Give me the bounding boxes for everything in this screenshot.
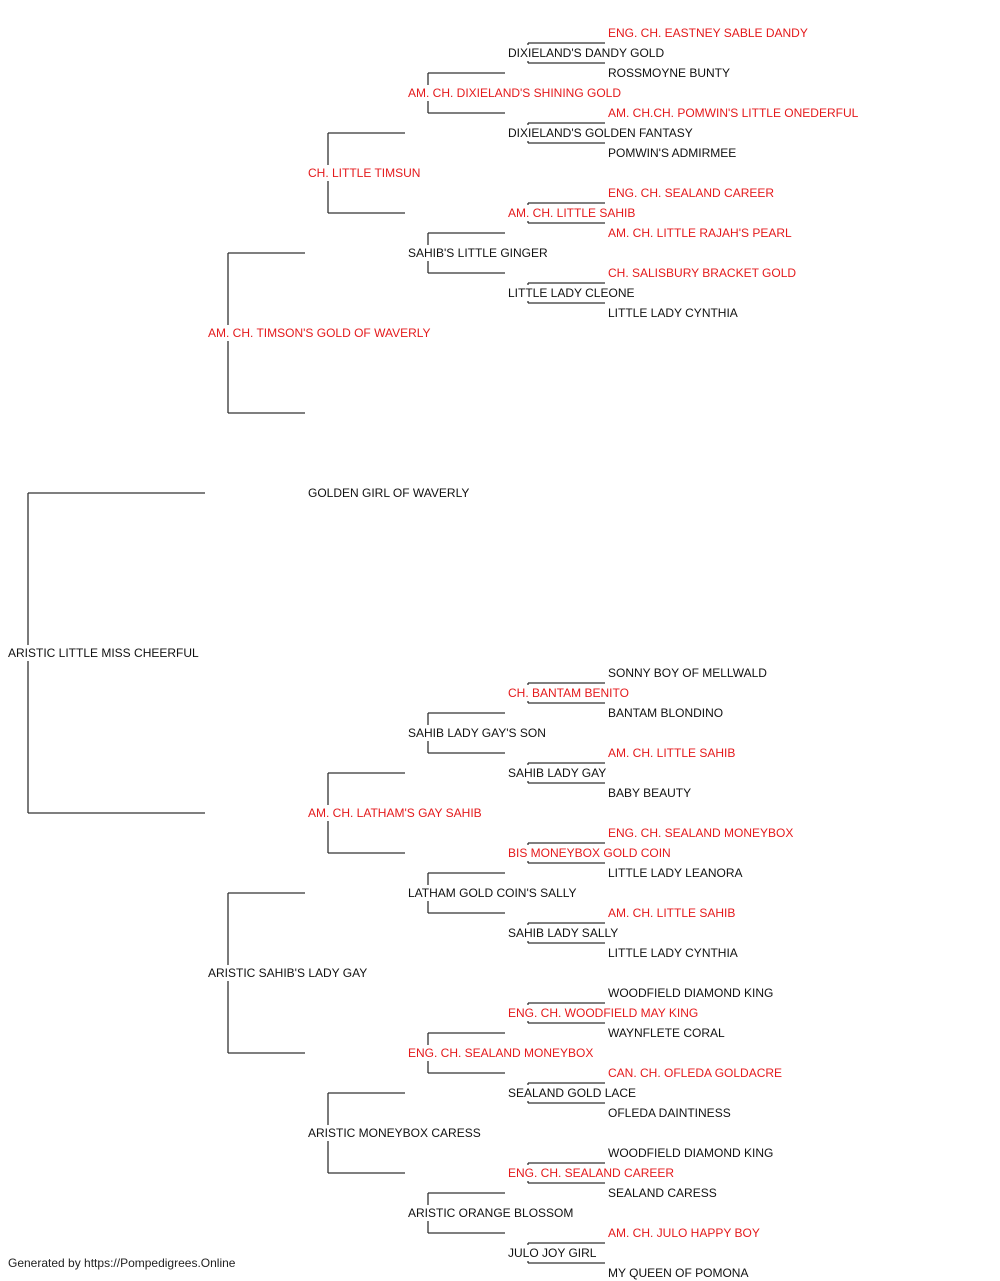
dog-eng-ch-sealand-moneybox: ENG. CH. SEALAND MONEYBOX — [607, 825, 795, 841]
dog-eng-ch-sealand-career: ENG. CH. SEALAND CAREER — [607, 185, 776, 201]
dog-sonny-boy-of-mellwald: SONNY BOY OF MELLWALD — [607, 665, 768, 681]
dog-dixieland-s-dandy-gold: DIXIELAND'S DANDY GOLD — [507, 45, 666, 61]
dog-am-ch-ch-pomwin-s-little-onederful: AM. CH.CH. POMWIN'S LITTLE ONEDERFUL — [607, 105, 860, 121]
dog-aristic-sahib-s-lady-gay: ARISTIC SAHIB'S LADY GAY — [207, 965, 369, 981]
dog-my-queen-of-pomona: MY QUEEN OF POMONA — [607, 1265, 750, 1281]
dog-julo-joy-girl: JULO JOY GIRL — [507, 1245, 598, 1261]
dog-sahib-lady-gay: SAHIB LADY GAY — [507, 765, 608, 781]
dog-aristic-little-miss-cheerful: ARISTIC LITTLE MISS CHEERFUL — [7, 645, 200, 661]
dog-little-lady-cynthia: LITTLE LADY CYNTHIA — [607, 945, 739, 961]
dog-can-ch-ofleda-goldacre: CAN. CH. OFLEDA GOLDACRE — [607, 1065, 784, 1081]
dog-ch-bantam-benito: CH. BANTAM BENITO — [507, 685, 630, 701]
dog-am-ch-julo-happy-boy: AM. CH. JULO HAPPY BOY — [607, 1225, 761, 1241]
dog-pomwin-s-admirmee: POMWIN'S ADMIRMEE — [607, 145, 738, 161]
dog-am-ch-dixieland-s-shining-gold: AM. CH. DIXIELAND'S SHINING GOLD — [407, 85, 622, 101]
dog-am-ch-little-sahib: AM. CH. LITTLE SAHIB — [507, 205, 637, 221]
dog-sahib-lady-gay-s-son: SAHIB LADY GAY'S SON — [407, 725, 547, 741]
dog-am-ch-little-rajah-s-pearl: AM. CH. LITTLE RAJAH'S PEARL — [607, 225, 793, 241]
dog-am-ch-timson-s-gold-of-waverly: AM. CH. TIMSON'S GOLD OF WAVERLY — [207, 325, 432, 341]
dog-golden-girl-of-waverly: GOLDEN GIRL OF WAVERLY — [307, 485, 471, 501]
dog-eng-ch-woodfield-may-king: ENG. CH. WOODFIELD MAY KING — [507, 1005, 700, 1021]
dog-woodfield-diamond-king: WOODFIELD DIAMOND KING — [607, 985, 775, 1001]
dog-rossmoyne-bunty: ROSSMOYNE BUNTY — [607, 65, 732, 81]
dog-ch-salisbury-bracket-gold: CH. SALISBURY BRACKET GOLD — [607, 265, 798, 281]
dog-dixieland-s-golden-fantasy: DIXIELAND'S GOLDEN FANTASY — [507, 125, 694, 141]
dog-ofleda-daintiness: OFLEDA DAINTINESS — [607, 1105, 732, 1121]
dog-am-ch-latham-s-gay-sahib: AM. CH. LATHAM'S GAY SAHIB — [307, 805, 483, 821]
dog-baby-beauty: BABY BEAUTY — [607, 785, 693, 801]
dog-sahib-lady-sally: SAHIB LADY SALLY — [507, 925, 620, 941]
dog-waynflete-coral: WAYNFLETE CORAL — [607, 1025, 726, 1041]
dog-eng-ch-sealand-moneybox: ENG. CH. SEALAND MONEYBOX — [407, 1045, 595, 1061]
dog-little-lady-cynthia: LITTLE LADY CYNTHIA — [607, 305, 739, 321]
dog-latham-gold-coin-s-sally: LATHAM GOLD COIN'S SALLY — [407, 885, 578, 901]
dog-eng-ch-sealand-career: ENG. CH. SEALAND CAREER — [507, 1165, 676, 1181]
dog-little-lady-leanora: LITTLE LADY LEANORA — [607, 865, 744, 881]
dog-am-ch-little-sahib: AM. CH. LITTLE SAHIB — [607, 905, 737, 921]
dog-am-ch-little-sahib: AM. CH. LITTLE SAHIB — [607, 745, 737, 761]
dog-bantam-blondino: BANTAM BLONDINO — [607, 705, 725, 721]
footer-credit: Generated by https://Pompedigrees.Online — [8, 1256, 236, 1270]
dog-sahib-s-little-ginger: SAHIB'S LITTLE GINGER — [407, 245, 549, 261]
dog-woodfield-diamond-king: WOODFIELD DIAMOND KING — [607, 1145, 775, 1161]
dog-bis-moneybox-gold-coin: BIS MONEYBOX GOLD COIN — [507, 845, 672, 861]
dog-little-lady-cleone: LITTLE LADY CLEONE — [507, 285, 636, 301]
dog-eng-ch-eastney-sable-dandy: ENG. CH. EASTNEY SABLE DANDY — [607, 25, 809, 41]
dog-aristic-orange-blossom: ARISTIC ORANGE BLOSSOM — [407, 1205, 575, 1221]
dog-ch-little-timsun: CH. LITTLE TIMSUN — [307, 165, 422, 181]
dog-aristic-moneybox-caress: ARISTIC MONEYBOX CARESS — [307, 1125, 482, 1141]
dog-sealand-gold-lace: SEALAND GOLD LACE — [507, 1085, 638, 1101]
dog-sealand-caress: SEALAND CARESS — [607, 1185, 718, 1201]
